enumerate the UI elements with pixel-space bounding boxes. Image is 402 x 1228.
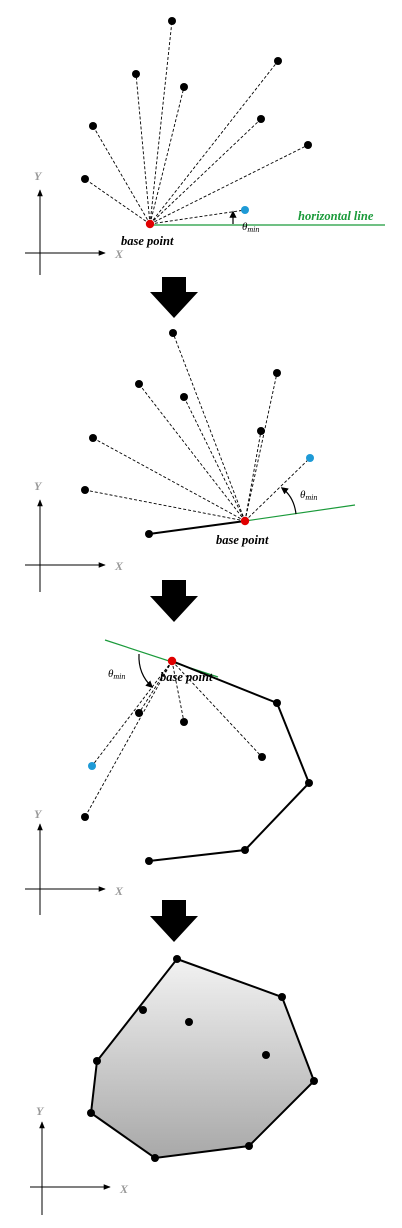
panel-1: Y X θmin horizontal li <box>25 17 385 275</box>
point <box>245 1142 253 1150</box>
horizontal-line-label: horizontal line <box>298 209 374 223</box>
axis-y-label: Y <box>34 479 43 493</box>
point <box>145 530 153 538</box>
base-point-label: base point <box>121 234 174 248</box>
point <box>81 486 89 494</box>
point <box>241 846 249 854</box>
hull-chain <box>148 660 311 862</box>
point <box>169 329 177 337</box>
axis-x-label: X <box>114 559 124 573</box>
convex-hull <box>89 957 316 1160</box>
axes-4: Y X <box>30 1104 129 1215</box>
point <box>135 380 143 388</box>
point <box>132 70 140 78</box>
axes-2: Y X <box>25 479 124 592</box>
point <box>89 434 97 442</box>
base-point-marker <box>167 656 177 666</box>
down-arrow-icon <box>150 580 198 622</box>
base-point-marker <box>240 516 250 526</box>
axes-1: Y X <box>25 169 124 275</box>
axis-y-label: Y <box>36 1104 45 1118</box>
theta-min-label: θmin <box>108 668 125 681</box>
axes-3: Y X <box>25 807 124 915</box>
base-point-marker <box>145 219 155 229</box>
point <box>81 175 89 183</box>
point <box>262 1051 270 1059</box>
dashed-rays-1 <box>84 20 309 225</box>
point <box>310 1077 318 1085</box>
dashed-rays-3 <box>84 660 263 818</box>
theta-min-label: θmin <box>300 489 317 502</box>
min-angle-point <box>88 762 96 770</box>
base-point-label: base point <box>216 533 269 547</box>
point <box>274 57 282 65</box>
points-3 <box>81 699 313 865</box>
points-1 <box>81 17 312 183</box>
point <box>273 369 281 377</box>
hull-edge <box>148 520 246 535</box>
point <box>93 1057 101 1065</box>
down-arrow-icon <box>150 900 198 942</box>
axis-x-label: X <box>114 884 124 898</box>
points-2 <box>81 329 281 538</box>
point <box>139 1006 147 1014</box>
min-angle-arc <box>138 653 154 688</box>
min-angle-arc <box>280 487 297 515</box>
point <box>173 955 181 963</box>
base-point-label: base point <box>160 670 213 684</box>
point <box>168 17 176 25</box>
point <box>151 1154 159 1162</box>
point <box>257 115 265 123</box>
axis-x-label: X <box>119 1182 129 1196</box>
point <box>258 753 266 761</box>
reference-line <box>244 504 356 522</box>
panel-3: Y X θmin base point <box>25 639 313 915</box>
point <box>305 779 313 787</box>
min-angle-point <box>241 206 249 214</box>
point <box>278 993 286 1001</box>
axis-y-label: Y <box>34 807 43 821</box>
axis-y-label: Y <box>34 169 43 183</box>
points-4 <box>87 955 318 1162</box>
theta-min-label: θmin <box>242 221 259 234</box>
point <box>87 1109 95 1117</box>
panel-2: Y X θmin base point <box>25 329 356 592</box>
point <box>135 709 143 717</box>
point <box>304 141 312 149</box>
min-angle-point <box>306 454 314 462</box>
point <box>180 718 188 726</box>
down-arrow-icon <box>150 277 198 318</box>
point <box>89 122 97 130</box>
axis-x-label: X <box>114 247 124 261</box>
point <box>81 813 89 821</box>
point <box>145 857 153 865</box>
point <box>185 1018 193 1026</box>
point <box>180 393 188 401</box>
point <box>180 83 188 91</box>
panel-4: Y X <box>30 955 318 1215</box>
point <box>273 699 281 707</box>
dashed-rays-2 <box>84 332 311 522</box>
point <box>257 427 265 435</box>
